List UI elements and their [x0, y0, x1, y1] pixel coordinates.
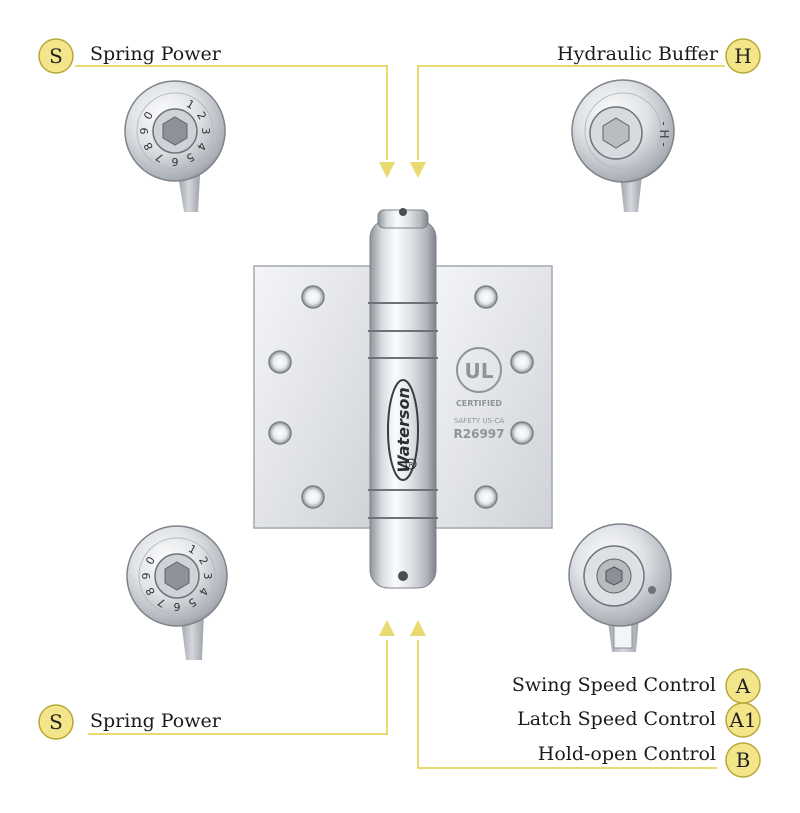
ul-logo-text: UL: [465, 359, 494, 383]
dial-number: 6: [172, 155, 179, 168]
leader-hydraulic-buffer: [417, 65, 725, 160]
dial-number: 6: [174, 600, 181, 613]
hold-open-label: Hold-open Control: [537, 743, 716, 765]
top-adjust-socket-icon: [399, 208, 407, 216]
hinge-barrel: Waterson R: [368, 208, 438, 589]
badge-a-text: A: [735, 674, 751, 698]
badge-hydraulic-buffer: H: [725, 38, 761, 74]
badge-h-text: H: [734, 44, 751, 68]
arrow-up-right: [410, 620, 426, 636]
left-leaf: [253, 265, 375, 529]
badge-latch-speed: A1: [725, 702, 761, 738]
badge-spring-power-top: S: [38, 38, 74, 74]
badge-swing-speed: A: [725, 668, 761, 704]
arrow-down-right: [410, 162, 426, 178]
waterson-logo: Waterson R: [387, 379, 419, 481]
badge-s-top-text: S: [49, 44, 63, 68]
badge-b-text: B: [736, 748, 751, 772]
badge-hold-open: B: [725, 742, 761, 778]
badge-spring-power-bottom: S: [38, 704, 74, 740]
hinge-leaves: UL CERTIFIED SAFETY US-CA R26997: [253, 265, 553, 529]
dial-number: 3: [201, 573, 214, 580]
dial-number: 3: [199, 128, 212, 135]
hydraulic-buffer-label: Hydraulic Buffer: [557, 43, 718, 65]
swing-speed-label: Swing Speed Control: [511, 674, 716, 696]
hex-socket-icon: [602, 117, 630, 149]
latch-speed-label: Latch Speed Control: [517, 708, 716, 730]
leader-arrowheads: [379, 162, 426, 636]
buffer-scale-icon: - H -: [657, 121, 671, 146]
hydraulic-buffer-dial: - H -: [571, 79, 675, 212]
latch-adjust-icon: [648, 586, 656, 594]
bottom-adjust-socket-icon: [398, 571, 408, 581]
leader-spring-power-bottom: [88, 640, 388, 735]
spring-power-label-top: Spring Power: [90, 43, 221, 65]
ul-code-text: R26997: [454, 427, 505, 441]
hex-socket-icon: [162, 116, 188, 146]
brand-text: Waterson: [394, 387, 413, 473]
dial-number: 9: [140, 573, 153, 580]
screw-holes: [268, 285, 534, 509]
ul-safety-text: SAFETY US-CA: [454, 417, 505, 425]
registered-mark: R: [409, 461, 414, 469]
badge-s-bottom-text: S: [49, 710, 63, 734]
leader-lines: [75, 65, 725, 769]
ul-certification-mark: UL CERTIFIED SAFETY US-CA R26997: [454, 347, 505, 441]
badge-a1-text: A1: [728, 708, 756, 732]
speed-control-dial: [568, 523, 672, 652]
leader-spring-power-top: [75, 65, 388, 160]
leader-hold-open: [417, 640, 717, 769]
dial-number: 9: [138, 128, 151, 135]
right-leaf: [429, 265, 553, 529]
spring-power-label-bottom: Spring Power: [90, 710, 221, 732]
hex-socket-icon: [605, 566, 623, 586]
hex-socket-icon: [164, 561, 190, 591]
ul-certified-text: CERTIFIED: [456, 399, 502, 408]
arrow-up-left: [379, 620, 395, 636]
arrow-down-left: [379, 162, 395, 178]
